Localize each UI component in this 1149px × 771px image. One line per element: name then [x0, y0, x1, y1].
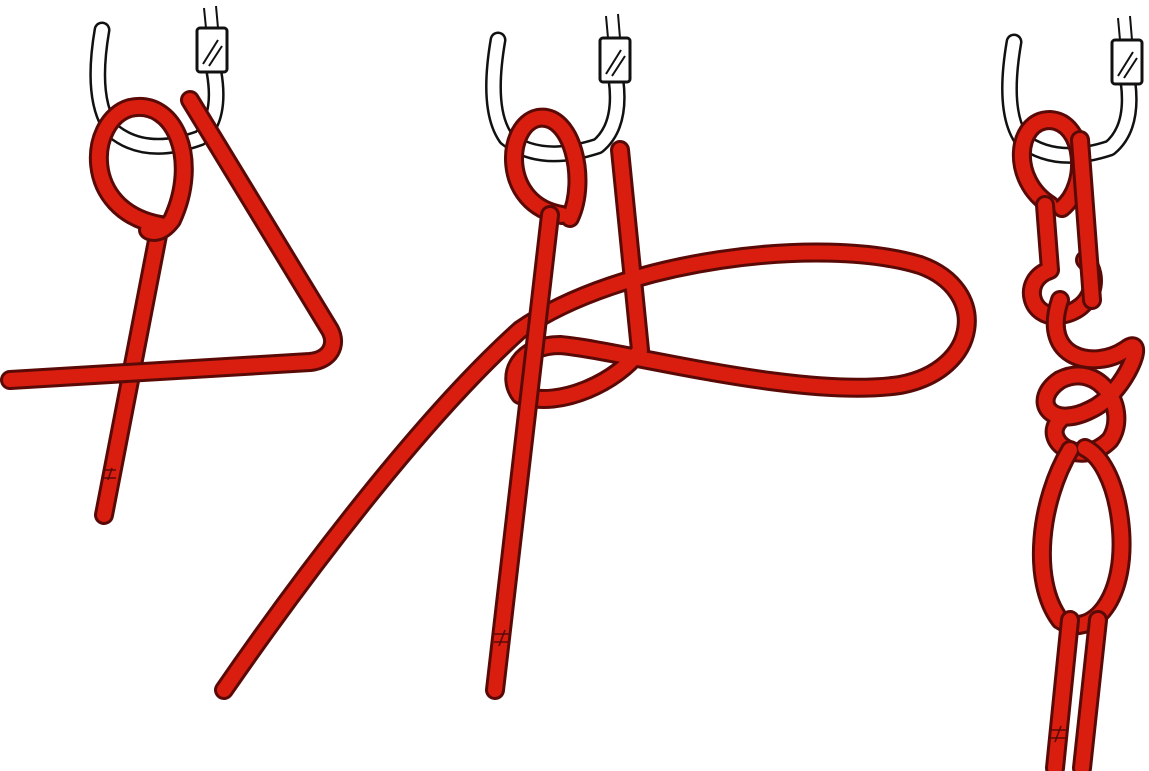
- rope-strand-outline: [224, 150, 967, 690]
- step-3-panel: [1010, 16, 1143, 768]
- step-1-rope: [10, 100, 333, 515]
- step-1-panel: [10, 6, 333, 515]
- rope-strand: [1042, 448, 1122, 625]
- step-3-rope: [1022, 120, 1135, 768]
- rope-strand: [1046, 300, 1136, 453]
- rope-strand: [495, 215, 550, 690]
- rope-strand: [224, 150, 967, 690]
- carabiner-hatch-lines: [606, 14, 620, 38]
- rope-strand: [1082, 620, 1098, 768]
- carabiner-hatch-lines: [204, 6, 218, 28]
- rope-strand: [99, 107, 184, 232]
- carabiner-hatch-lines: [1118, 16, 1132, 40]
- step-2-rope: [224, 118, 967, 690]
- rope-strand: [1055, 620, 1070, 768]
